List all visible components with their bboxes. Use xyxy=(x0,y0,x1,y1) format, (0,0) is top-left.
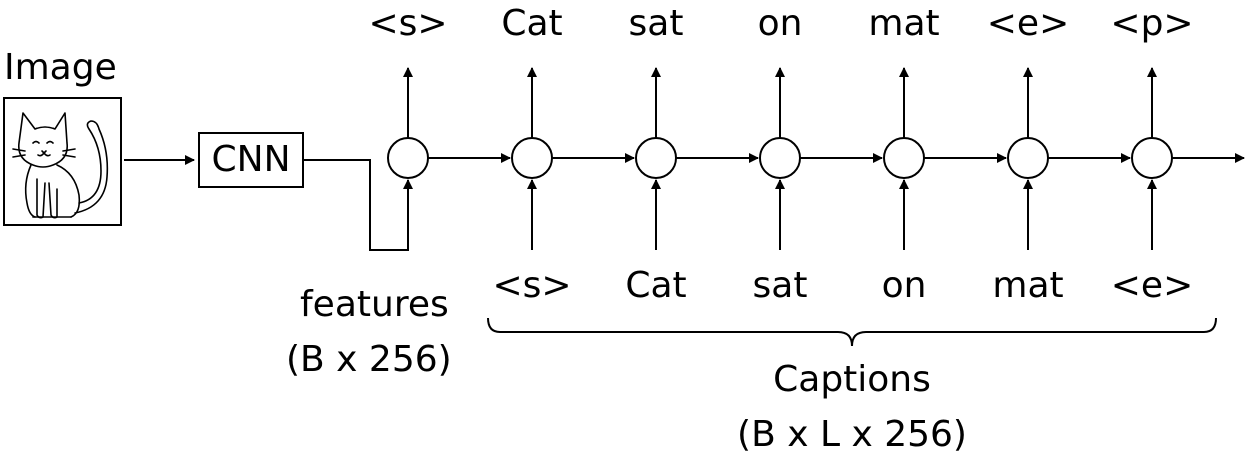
input-token: mat xyxy=(992,265,1064,306)
input-token: Cat xyxy=(625,265,687,306)
rnn-cell xyxy=(759,137,801,179)
input-image xyxy=(3,97,122,226)
cnn-block: CNN xyxy=(198,132,304,188)
cat-sketch-icon xyxy=(12,112,109,219)
features-to-rnn-arrow xyxy=(304,159,413,251)
rnn-cell xyxy=(511,137,553,179)
input-token: <s> xyxy=(492,265,572,306)
output-token: mat xyxy=(868,3,940,44)
captions-brace xyxy=(487,317,1217,347)
rnn-cell xyxy=(1131,137,1173,179)
output-token: <e> xyxy=(986,3,1070,44)
rnn-cell xyxy=(883,137,925,179)
output-token: Cat xyxy=(501,3,563,44)
output-token: sat xyxy=(628,3,684,44)
output-token: <s> xyxy=(368,3,448,44)
output-token: <p> xyxy=(1110,3,1194,44)
captions-label: Captions xyxy=(773,359,931,400)
rnn-cell xyxy=(1007,137,1049,179)
rnn-cell xyxy=(387,137,429,179)
image-label: Image xyxy=(4,47,117,88)
output-token: on xyxy=(757,3,803,44)
rnn-cell xyxy=(635,137,677,179)
features-label: features xyxy=(300,284,449,325)
input-token: <e> xyxy=(1110,265,1194,306)
captions-shape: (B x L x 256) xyxy=(737,414,967,455)
input-token: sat xyxy=(752,265,808,306)
input-token: on xyxy=(881,265,927,306)
features-shape: (B x 256) xyxy=(286,339,452,380)
